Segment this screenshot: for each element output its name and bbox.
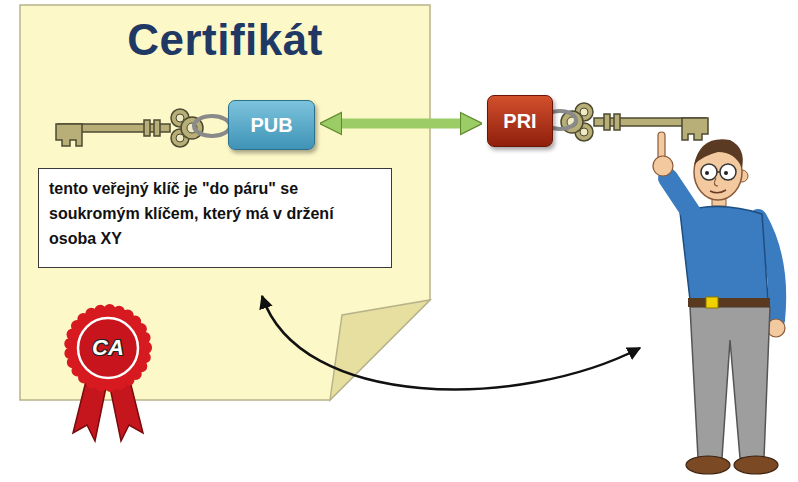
statement-text: tento veřejný klíč je "do páru" se soukr… (49, 177, 381, 251)
double-arrow (335, 119, 467, 129)
private-key-tag: PRI (487, 95, 553, 147)
key-label: PUB (250, 114, 292, 137)
person-figure (653, 132, 785, 474)
holder-arrow (262, 296, 640, 389)
ca-seal: CA (63, 303, 153, 393)
statement-box: tento veřejný klíč je "do páru" se soukr… (38, 168, 392, 268)
public-key-tag: PUB (228, 100, 315, 150)
private-key-symbol (544, 103, 708, 141)
seal-label: CA (92, 335, 124, 361)
certificate-title: Certifikát (20, 15, 430, 65)
certificate-document: CertifikátPUB tento veřejný klíč je "do p… (20, 5, 430, 400)
key-label: PRI (503, 110, 536, 133)
ca-seal-outline (63, 303, 153, 443)
